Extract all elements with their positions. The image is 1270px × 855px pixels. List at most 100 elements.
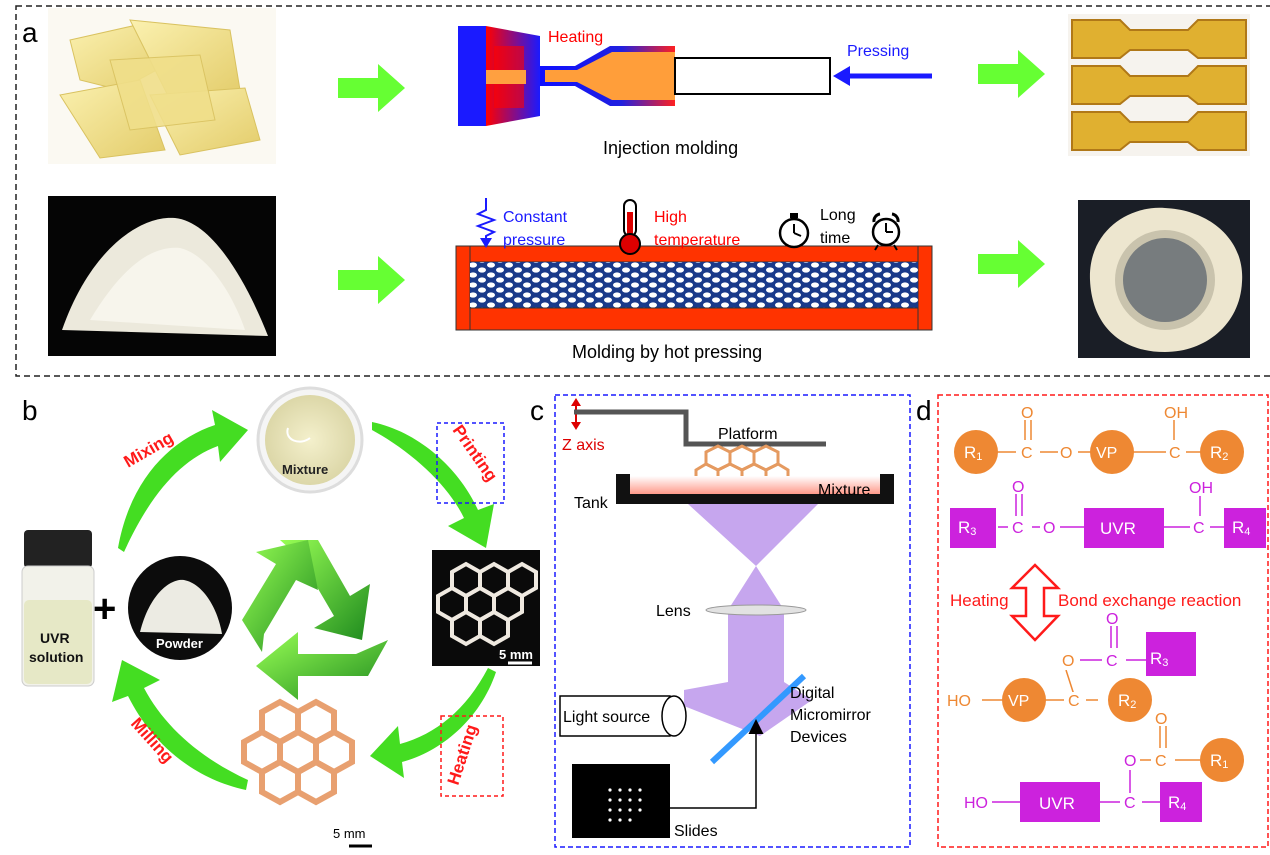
pressing-label: Pressing: [847, 43, 909, 60]
o-atom-6: O: [1106, 611, 1118, 628]
heating-arrow-b: [370, 668, 496, 778]
c-atom-4: C: [1193, 520, 1205, 537]
c-atom-3: C: [1012, 520, 1024, 537]
r2-label-b: R2: [1118, 691, 1136, 711]
mixture-dish: [256, 386, 364, 494]
c-atom-1: C: [1021, 445, 1033, 462]
printing-label: Printing: [449, 421, 501, 485]
r3-label-a: R3: [958, 518, 976, 538]
mixing-arrow: [118, 410, 248, 552]
hot-pressing-diagram: [455, 198, 933, 331]
o-atom-5: O: [1062, 653, 1074, 670]
dogbone-samples-photo: [1068, 14, 1250, 156]
time-label: time: [820, 230, 850, 247]
heating-dashed-box: [440, 715, 504, 797]
green-arrow-a1: [338, 64, 405, 112]
vp-label-2: VP: [1008, 693, 1029, 710]
dmd-label-2: Micromirror: [790, 707, 872, 724]
z-axis-label: Z axis: [562, 437, 605, 454]
heating-label-a: Heating: [548, 29, 603, 46]
printed-lattice-photo: [432, 550, 540, 666]
slides-connector: [670, 719, 764, 809]
o-atom-8: O: [1155, 711, 1167, 728]
c-atom-7: C: [1124, 795, 1136, 812]
molecule-1: [954, 420, 1244, 474]
powder-label: Powder: [156, 636, 203, 651]
dmd-label-3: Devices: [790, 729, 847, 746]
stopwatch-icon: [778, 213, 810, 249]
reversible-arrow: [1008, 563, 1062, 642]
printing-dashed-box: [436, 422, 505, 504]
yellow-chips-photo: [48, 8, 276, 164]
uvr-label-1: UVR: [1100, 519, 1136, 538]
panel-d-letter: d: [916, 395, 932, 426]
powder-circle: [128, 556, 232, 660]
panel-b-letter: b: [22, 395, 38, 426]
powder-photo: [48, 196, 276, 356]
green-arrow-a4: [978, 240, 1045, 288]
alarm-clock-icon: [871, 212, 901, 251]
uvr-vial: [21, 530, 95, 687]
uvr-label-2: UVR: [1039, 794, 1075, 813]
o-atom-4: O: [1043, 520, 1055, 537]
c-atom-6: C: [1106, 653, 1118, 670]
platform-label: Platform: [718, 426, 778, 443]
lens-label: Lens: [656, 603, 691, 620]
molecule-2: [950, 494, 1266, 548]
temperature-label: temperature: [654, 232, 740, 249]
r2-label-a: R2: [1210, 443, 1228, 463]
solution-label: solution: [29, 649, 83, 665]
green-arrow-a3: [338, 256, 405, 304]
c-atom-5: C: [1068, 693, 1080, 710]
light-source-label: Light source: [563, 709, 650, 726]
r1-label-a: R1: [964, 443, 982, 463]
r1-label-b: R1: [1210, 751, 1228, 771]
platform-arm: [574, 409, 826, 447]
oh-label-2: OH: [1189, 480, 1213, 497]
dmd-label-1: Digital: [790, 685, 834, 702]
light-source: [559, 695, 687, 737]
o-atom-3: O: [1012, 479, 1024, 496]
thermometer-icon: [619, 199, 641, 255]
long-label: Long: [820, 207, 856, 224]
vp-label-1: VP: [1096, 445, 1117, 462]
slides-image: [572, 764, 670, 838]
o-atom-7: O: [1124, 753, 1136, 770]
mixture-label-c: Mixture: [818, 482, 871, 499]
printing-arrow: [372, 422, 494, 548]
molecule-3: [982, 626, 1196, 722]
green-arrow-a2: [978, 50, 1045, 98]
resin-tank: [616, 474, 894, 504]
mixture-label-b: Mixture: [282, 462, 328, 477]
hot-pressing-caption: Molding by hot pressing: [572, 342, 762, 362]
ho-label-1: HO: [947, 693, 971, 710]
panel-a-frame: [15, 5, 1270, 377]
recycle-icon: [242, 540, 388, 700]
heating-label-d: Heating: [950, 591, 1009, 610]
high-label: High: [654, 209, 687, 226]
lens-shape: [705, 604, 807, 616]
o-atom-2: O: [1060, 445, 1072, 462]
panel-d-frame: [937, 394, 1269, 848]
uvr-label: UVR: [40, 630, 70, 646]
slides-label: Slides: [674, 823, 718, 840]
injection-molding-diagram: [458, 26, 932, 126]
tank-label: Tank: [574, 495, 609, 512]
r4-label-b: R4: [1168, 793, 1186, 813]
heated-lattice: [241, 698, 355, 806]
pressed-disk-photo: [1078, 200, 1250, 358]
scale-label-2: 5 mm: [333, 826, 366, 841]
pressure-label: pressure: [503, 232, 565, 249]
plus-sign: +: [93, 587, 116, 631]
panel-c-frame: [554, 394, 911, 848]
panel-a-letter: a: [22, 17, 38, 48]
ho-label-2: HO: [964, 795, 988, 812]
constant-label: Constant: [503, 209, 568, 226]
r3-label-b: R3: [1150, 649, 1168, 669]
injection-molding-caption: Injection molding: [603, 138, 738, 158]
o-atom-1: O: [1021, 405, 1033, 422]
r4-label-a: R4: [1232, 518, 1250, 538]
scale-label-1: 5 mm: [499, 647, 533, 662]
molecule-4: [992, 726, 1244, 822]
